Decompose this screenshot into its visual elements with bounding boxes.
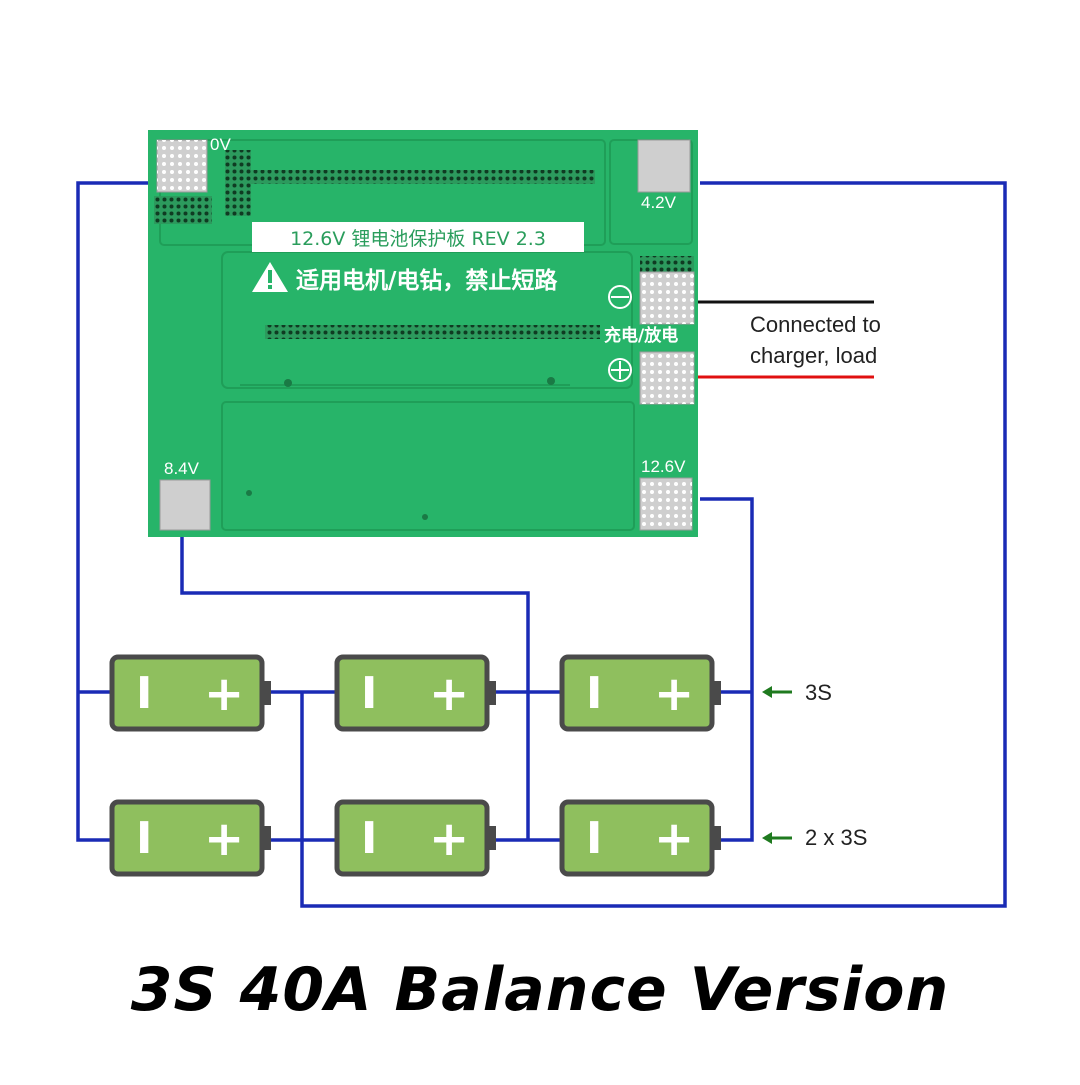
pcb-copper-area-bottom bbox=[221, 401, 635, 531]
pad-0v-vias bbox=[157, 140, 207, 192]
battery-terminal bbox=[713, 826, 721, 850]
battery-negative-symbol: I bbox=[361, 668, 377, 719]
wire-8v4 bbox=[180, 536, 530, 840]
model-label: 12.6V 锂电池保护板 REV 2.3 bbox=[290, 228, 546, 250]
battery-negative-symbol: I bbox=[586, 813, 602, 864]
pcb-via-dot bbox=[547, 377, 555, 385]
battery-positive-symbol: + bbox=[204, 811, 244, 867]
battery-positive-symbol: + bbox=[429, 666, 469, 722]
wire-0v bbox=[76, 181, 150, 842]
warning-text: 适用电机/电钻，禁止短路 bbox=[296, 267, 558, 294]
battery-negative-symbol: I bbox=[361, 813, 377, 864]
warning-triangle-icon bbox=[252, 262, 288, 292]
wire-4v2 bbox=[300, 181, 1007, 908]
pad-positive-vias bbox=[640, 352, 694, 404]
pad-4v2 bbox=[637, 139, 691, 193]
battery-terminal bbox=[488, 681, 496, 705]
pad-label-8v4: 8.4V bbox=[164, 459, 200, 478]
pcb-via-dot bbox=[284, 379, 292, 387]
note-line-2: charger, load bbox=[750, 343, 877, 368]
arrow-left-icon bbox=[762, 832, 792, 844]
via-block-left-low bbox=[154, 196, 212, 224]
battery-cell: I+ bbox=[109, 799, 271, 877]
row-label-2x3s: 2 x 3S bbox=[805, 825, 867, 850]
bms-board: 12.6V 锂电池保护板 REV 2.3 适用电机/电钻，禁止短路 充电/放电 … bbox=[148, 130, 698, 537]
battery-cell: I+ bbox=[559, 654, 721, 732]
charge-discharge-label: 充电/放电 bbox=[604, 325, 678, 346]
battery-positive-symbol: + bbox=[654, 811, 694, 867]
plus-circle-icon bbox=[608, 358, 632, 382]
pad-negative-vias bbox=[640, 272, 694, 324]
via-strip-top bbox=[240, 170, 595, 184]
battery-grid: I+I+I+I+I+I+ bbox=[109, 654, 721, 877]
battery-cell: I+ bbox=[334, 799, 496, 877]
row-label-3s: 3S bbox=[805, 680, 832, 705]
pad-12v6-vias bbox=[640, 478, 692, 530]
model-label-box bbox=[252, 222, 584, 252]
wiring bbox=[76, 181, 1007, 908]
battery-cell: I+ bbox=[559, 799, 721, 877]
battery-terminal bbox=[263, 681, 271, 705]
battery-terminal bbox=[713, 681, 721, 705]
battery-terminal bbox=[263, 826, 271, 850]
battery-positive-symbol: + bbox=[429, 811, 469, 867]
diagram-title: 3S 40A Balance Version bbox=[130, 955, 950, 1025]
pad-label-12v6: 12.6V bbox=[641, 457, 686, 476]
pcb-via-dot bbox=[246, 490, 252, 496]
battery-negative-symbol: I bbox=[586, 668, 602, 719]
pad-label-0v: 0V bbox=[210, 135, 231, 154]
pad-8v4 bbox=[159, 479, 211, 531]
battery-positive-symbol: + bbox=[654, 666, 694, 722]
battery-cell: I+ bbox=[334, 654, 496, 732]
battery-positive-symbol: + bbox=[204, 666, 244, 722]
battery-cell: I+ bbox=[109, 654, 271, 732]
via-strip-middle bbox=[265, 325, 600, 339]
battery-negative-symbol: I bbox=[136, 668, 152, 719]
arrow-left-icon bbox=[762, 686, 792, 698]
via-block-left bbox=[225, 150, 251, 216]
pcb-via-dot bbox=[422, 514, 428, 520]
minus-circle-icon bbox=[608, 285, 632, 309]
note-line-1: Connected to bbox=[750, 312, 881, 337]
battery-terminal bbox=[488, 826, 496, 850]
battery-negative-symbol: I bbox=[136, 813, 152, 864]
wire-12v6 bbox=[700, 497, 754, 842]
pad-label-4v2: 4.2V bbox=[641, 193, 677, 212]
